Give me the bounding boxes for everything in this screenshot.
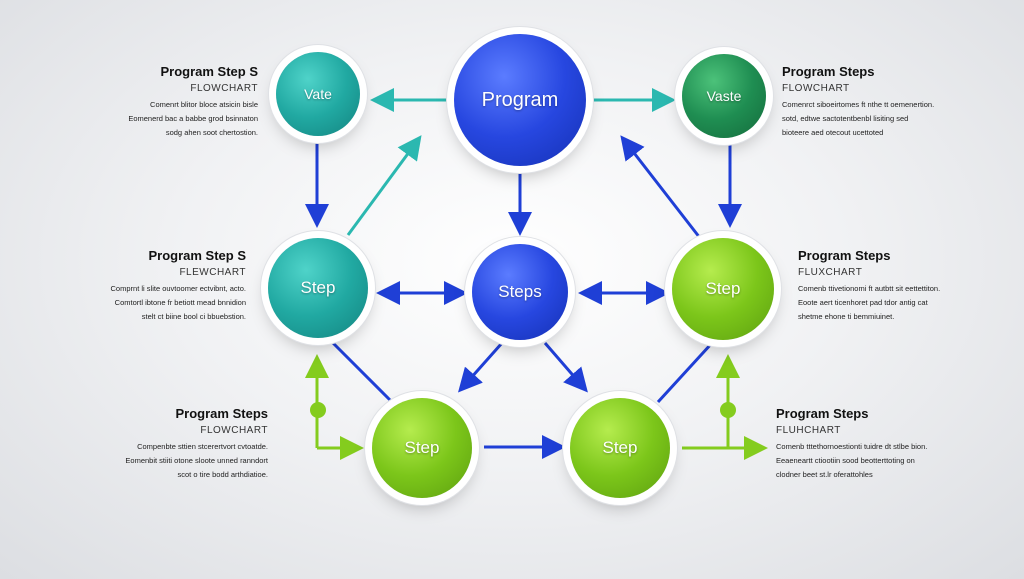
label-bottom-left-title: Program Steps <box>175 406 268 421</box>
node-steps-center: Steps <box>472 244 568 340</box>
node-step-bottom-left: Step <box>372 398 472 498</box>
label-bottom-right-line: Eeaeneartt ctiootiin sood beotterttoting… <box>776 456 915 465</box>
node-step-bottom-right-label: Step <box>602 438 638 457</box>
label-mid-right-line: Comenb ttivetionomi ft autbtt sit eettet… <box>798 284 941 293</box>
label-top-right-line: bioteere aed otecout ucettoted <box>782 128 884 137</box>
label-bottom-left-line: Eomenbit stiiti otone sloote unned rannd… <box>125 456 268 465</box>
arrow-steps-to-bottom-left <box>458 342 504 393</box>
green-node-dot-left <box>310 402 326 418</box>
label-bottom-right-title: Program Steps <box>776 406 869 421</box>
node-program: Program <box>454 34 586 166</box>
line-step-left-to-bottom-left <box>331 341 394 404</box>
green-node-dot-right <box>720 402 736 418</box>
node-step-right: Step <box>672 238 774 340</box>
label-mid-right: Program Steps FLUXCHART Comenb ttivetion… <box>798 248 978 324</box>
node-program-label: Program <box>481 88 559 111</box>
label-top-left-line: sodg ahen soot chertostion. <box>165 128 258 137</box>
label-top-left-subtitle: FLOWCHART <box>190 83 258 94</box>
node-steps-center-label: Steps <box>498 282 542 301</box>
node-vate-left-label: Vate <box>304 86 332 102</box>
label-top-right-title: Program Steps <box>782 64 875 79</box>
label-bottom-left-subtitle: FLOWCHART <box>200 425 268 436</box>
arrow-step-right-to-program <box>620 135 702 239</box>
arrow-steps-to-bottom-right <box>543 342 588 393</box>
label-top-right-line: Comenrct siboeirtomes ft nthe tt oemener… <box>782 100 935 109</box>
node-step-right-label: Step <box>705 279 741 298</box>
label-bottom-right-subtitle: FLUHCHART <box>776 425 841 436</box>
label-bottom-left-line: Compenbte sttien stcerertvort cvtoatde. <box>137 442 268 451</box>
node-step-bottom-right: Step <box>570 398 670 498</box>
node-step-bottom-left-label: Step <box>404 438 440 457</box>
label-mid-left-line: Comprnt li slite ouvtoomer ectvibnt, act… <box>110 284 246 293</box>
node-step-left-label: Step <box>300 278 336 297</box>
arrow-step-left-to-program <box>346 135 422 236</box>
label-bottom-right-line: Comenb tttethornoestionti tuidre dt stlb… <box>776 442 928 451</box>
label-mid-right-line: shetme ehone ti bemmiuinet. <box>798 312 895 321</box>
label-bottom-right-line: clodner beet st.lr oferattohles <box>776 470 873 479</box>
node-vaste-right-label: Vaste <box>706 88 742 104</box>
label-top-left-title: Program Step S <box>160 64 258 79</box>
label-mid-right-subtitle: FLUXCHART <box>798 267 863 278</box>
label-mid-right-title: Program Steps <box>798 248 891 263</box>
label-bottom-left-line: scot o tire bodd arthdiatioe. <box>177 470 268 479</box>
label-mid-left: Program Step S FLEWCHART Comprnt li slit… <box>78 248 246 324</box>
label-top-left-line: Comenrt blitor bloce atsicin bisle <box>150 100 258 109</box>
label-top-right-line: sotd, edtwe sactotentbenbl lisiting sed <box>782 114 909 123</box>
label-top-left-line: Eomenerd bac a babbe grod bsinnaton <box>128 114 258 123</box>
label-bottom-left: Program Steps FLOWCHART Compenbte sttien… <box>100 406 268 482</box>
label-mid-left-line: stelt ct biine bool ci bbuebstion. <box>141 312 246 321</box>
label-top-left: Program Step S FLOWCHART Comenrt blitor … <box>90 64 258 140</box>
label-top-right: Program Steps FLOWCHART Comenrct siboeir… <box>782 64 962 140</box>
label-top-right-subtitle: FLOWCHART <box>782 83 850 94</box>
label-mid-left-subtitle: FLEWCHART <box>179 267 246 278</box>
node-step-left: Step <box>268 238 368 338</box>
node-vaste-right: Vaste <box>682 54 766 138</box>
line-step-right-to-bottom-right <box>656 341 714 404</box>
label-mid-left-line: Comtortl ibtone fr betiott mead bnnidion <box>114 298 246 307</box>
label-bottom-right: Program Steps FLUHCHART Comenb tttethorn… <box>776 406 956 482</box>
node-vate-left: Vate <box>276 52 360 136</box>
label-mid-right-line: Eoote aert ticenhoret pad tdor antig cat <box>798 298 928 307</box>
label-mid-left-title: Program Step S <box>148 248 246 263</box>
